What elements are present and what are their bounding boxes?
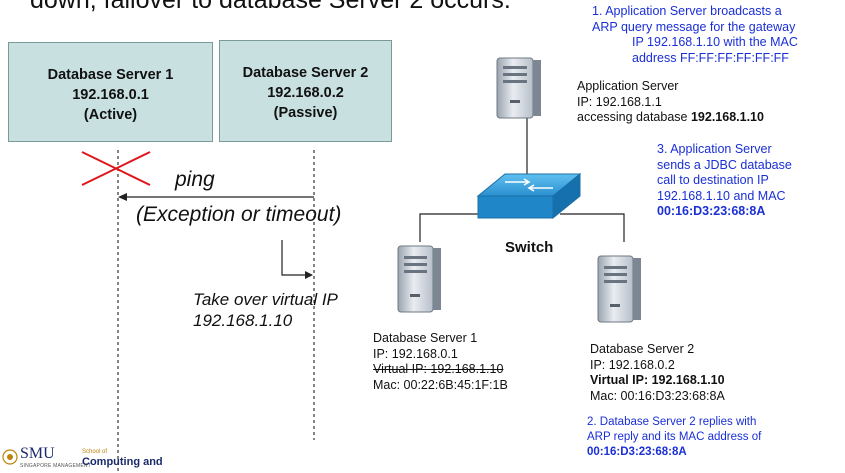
db1-node-name: Database Server 1 (373, 331, 478, 345)
ping-arrow (118, 193, 314, 201)
slide-heading: down, failover to database Server 2 occu… (30, 0, 511, 14)
db2-node-mac: Mac: 00:16:D3:23:68:8A (590, 388, 725, 403)
step1-line: 1. Application Server broadcasts a (592, 4, 782, 18)
step1-line: address FF:FF:FF:FF:FF:FF (632, 50, 789, 65)
step1-annotation: 1. Application Server broadcasts a ARP q… (592, 4, 798, 66)
step3-annotation: 3. Application Server sends a JDBC datab… (657, 142, 792, 220)
app-server-access-prefix: accessing database (577, 110, 691, 124)
db1-box: Database Server 1 192.168.0.1 (Active) (8, 42, 213, 142)
smu-logo-name: SMU (20, 445, 55, 462)
switch-label: Switch (505, 239, 554, 256)
db1-box-state: (Active) (83, 107, 138, 123)
db2-node-virtual-ip: Virtual IP: 192.168.1.10 (590, 373, 725, 387)
app-server-icon (496, 57, 541, 119)
step3-line: 3. Application Server (657, 142, 772, 156)
step2-annotation: 2. Database Server 2 replies with ARP re… (587, 415, 761, 460)
step3-mac: 00:16:D3:23:68:8A (657, 204, 766, 218)
db2-link (560, 213, 625, 242)
step3-line: 192.168.1.10 and MAC (657, 188, 786, 203)
db2-box-state: (Passive) (273, 105, 338, 121)
db2-box-title: Database Server 2 (242, 65, 369, 81)
takeover-line1: Take over virtual IP (193, 290, 338, 309)
db2-box: Database Server 2 192.168.0.2 (Passive) (219, 40, 392, 142)
db2-node-name: Database Server 2 (590, 342, 695, 356)
step2-line: ARP reply and its MAC address of (587, 431, 762, 443)
exception-label: (Exception or timeout) (136, 203, 342, 226)
db1-node-mac: Mac: 00:22:6B:45:1F:1B (373, 377, 508, 392)
db1-box-title: Database Server 1 (47, 67, 174, 83)
app-server-name: Application Server (577, 79, 679, 93)
smu-logo: SMU SINGAPORE MANAGEMENT (20, 445, 91, 469)
school-logo: School of Computing and (82, 447, 163, 468)
smu-logo-icon (2, 449, 18, 465)
app-server-access-ip: 192.168.1.10 (690, 110, 764, 124)
school-logo-college: Computing and (82, 456, 163, 468)
takeover-line2: 192.168.1.10 (193, 311, 293, 330)
db2-node-label: Database Server 2 IP: 192.168.0.2 Virtua… (590, 342, 725, 404)
step2-mac: 00:16:D3:23:68:8A (587, 446, 687, 458)
db2-box-ip: 192.168.0.2 (267, 85, 344, 101)
step1-line: IP 192.168.1.10 with the MAC (632, 35, 798, 49)
app-server-ip: IP: 192.168.1.1 (577, 94, 662, 109)
db2-node-ip: IP: 192.168.0.2 (590, 357, 675, 372)
step3-line: sends a JDBC database (657, 157, 792, 172)
switch-icon (476, 172, 582, 220)
failure-cross-icon (81, 151, 151, 186)
db1-node-label: Database Server 1 IP: 192.168.0.1 Virtua… (373, 331, 508, 393)
step2-line: 2. Database Server 2 replies with (587, 416, 757, 428)
db2-server-icon (597, 255, 641, 323)
step1-line: ARP query message for the gateway (592, 19, 796, 34)
ping-label: ping (175, 168, 215, 191)
school-logo-prefix: School of (82, 449, 108, 455)
step3-line: call to destination IP (657, 173, 769, 187)
db1-node-virtual-ip: Virtual IP: 192.168.1.10 (373, 362, 504, 376)
app-server-access: accessing database 192.168.1.10 (577, 110, 764, 126)
db1-box-ip: 192.168.0.1 (72, 87, 149, 103)
app-server-label: Application Server IP: 192.168.1.1 acces… (577, 79, 764, 126)
takeover-label: Take over virtual IP 192.168.1.10 (193, 289, 338, 331)
db1-server-icon (397, 245, 441, 313)
db1-link (419, 213, 498, 242)
takeover-arrow (281, 240, 313, 279)
smu-logo-tagline: SINGAPORE MANAGEMENT (20, 463, 91, 469)
db1-node-ip: IP: 192.168.0.1 (373, 346, 458, 361)
